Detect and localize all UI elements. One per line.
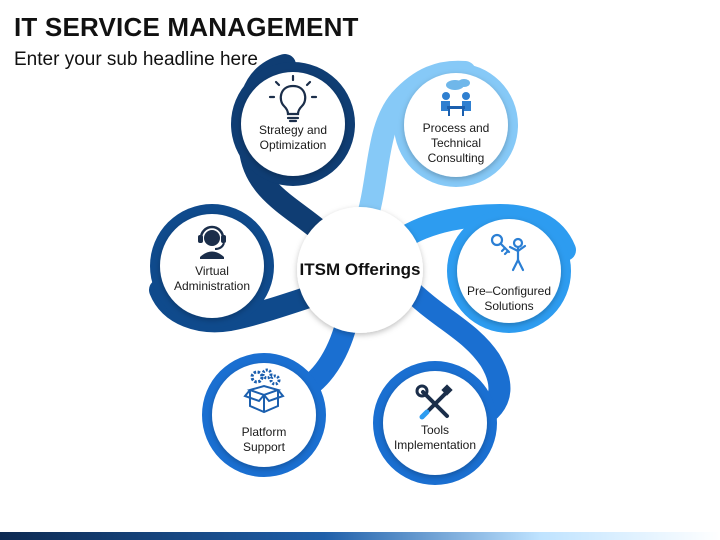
headset-icon [198, 225, 226, 259]
bottom-accent-bar [0, 532, 720, 540]
node-tools-circle [373, 361, 497, 485]
gears-box-icon [243, 368, 285, 414]
lightbulb-icon [268, 74, 318, 123]
ribbon-tools [394, 274, 511, 421]
node-virtual-circle [150, 204, 274, 328]
page-subtitle: Enter your sub headline here [14, 49, 258, 70]
meeting-icon [441, 79, 471, 116]
node-platform-circle [202, 353, 326, 477]
node-strategy-circle [231, 62, 355, 186]
center-circle [297, 207, 423, 333]
key-person-icon [490, 233, 527, 272]
node-process-circle [394, 63, 518, 187]
node-preconfigured-circle [447, 209, 571, 333]
page-title: IT SERVICE MANAGEMENT [14, 12, 359, 42]
center-label: ITSM Offerings [299, 260, 421, 279]
